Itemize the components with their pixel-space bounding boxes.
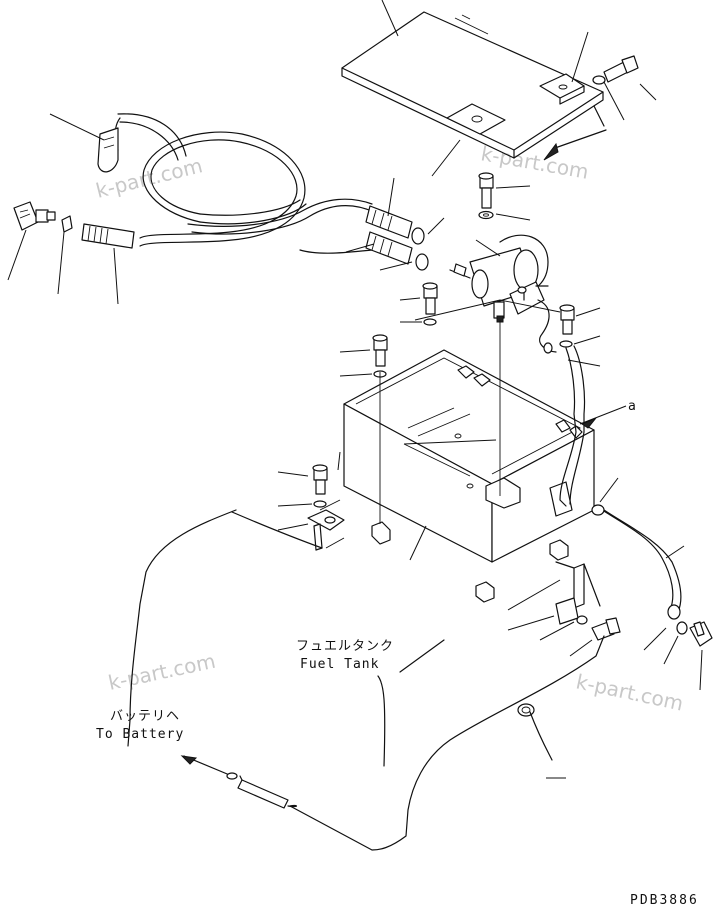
washer xyxy=(313,500,327,508)
watermark: k-part.com xyxy=(574,669,686,715)
battery-cable xyxy=(595,505,674,611)
protector-sleeve xyxy=(365,205,413,239)
strainer-fitting xyxy=(13,201,56,231)
battery-tray xyxy=(343,349,595,563)
washer xyxy=(478,210,494,220)
hose-end-cap xyxy=(97,127,119,173)
cable-terminal xyxy=(591,504,605,516)
bolt xyxy=(422,282,438,315)
nut xyxy=(549,539,569,561)
fuel-pump xyxy=(449,234,549,323)
watermark: k-part.com xyxy=(106,649,218,695)
direction-arrow xyxy=(554,129,607,149)
fuel-hose xyxy=(114,113,375,254)
bolt xyxy=(478,172,494,209)
bolt xyxy=(689,621,713,647)
bracket-outline xyxy=(414,299,561,321)
cover-plate xyxy=(341,11,604,159)
washer xyxy=(559,340,573,348)
wire-terminal xyxy=(543,342,553,354)
nut xyxy=(475,581,495,603)
protector-sleeve xyxy=(365,231,413,265)
washer xyxy=(676,621,688,635)
drawing-code: PDB3886 xyxy=(630,893,699,908)
battery-label-en: To Battery xyxy=(96,727,184,742)
watermark: k-part.com xyxy=(479,141,590,184)
grommet xyxy=(517,703,553,761)
strap-bracket xyxy=(555,563,588,625)
fuel-tank-label-en: Fuel Tank xyxy=(300,657,379,672)
bolt xyxy=(591,617,621,641)
fuel-tank-label-jp: フュエルタンク xyxy=(296,639,394,654)
view-a-label: a xyxy=(628,399,637,414)
view-a-arrow xyxy=(580,417,597,429)
hose-clamp xyxy=(411,227,429,271)
washer xyxy=(423,318,437,326)
battery-label-jp: バッテリヘ xyxy=(110,709,180,724)
fuel-tank xyxy=(127,509,605,851)
bracket-link xyxy=(325,537,345,549)
bolt xyxy=(372,334,388,367)
ground-cable xyxy=(559,347,577,507)
mounting-bracket xyxy=(307,509,391,551)
hose-sleeve xyxy=(81,223,135,249)
tie-rod xyxy=(319,499,341,511)
callout-leaders xyxy=(7,0,703,779)
battery-cable xyxy=(603,509,682,613)
arrow-head xyxy=(543,142,559,161)
to-battery-cable xyxy=(180,755,298,809)
cable-terminal xyxy=(667,604,681,620)
bolt xyxy=(559,304,575,335)
bolt xyxy=(312,464,328,495)
nut xyxy=(457,365,583,439)
connector-clip xyxy=(61,215,73,233)
cover-bolt xyxy=(592,55,639,127)
